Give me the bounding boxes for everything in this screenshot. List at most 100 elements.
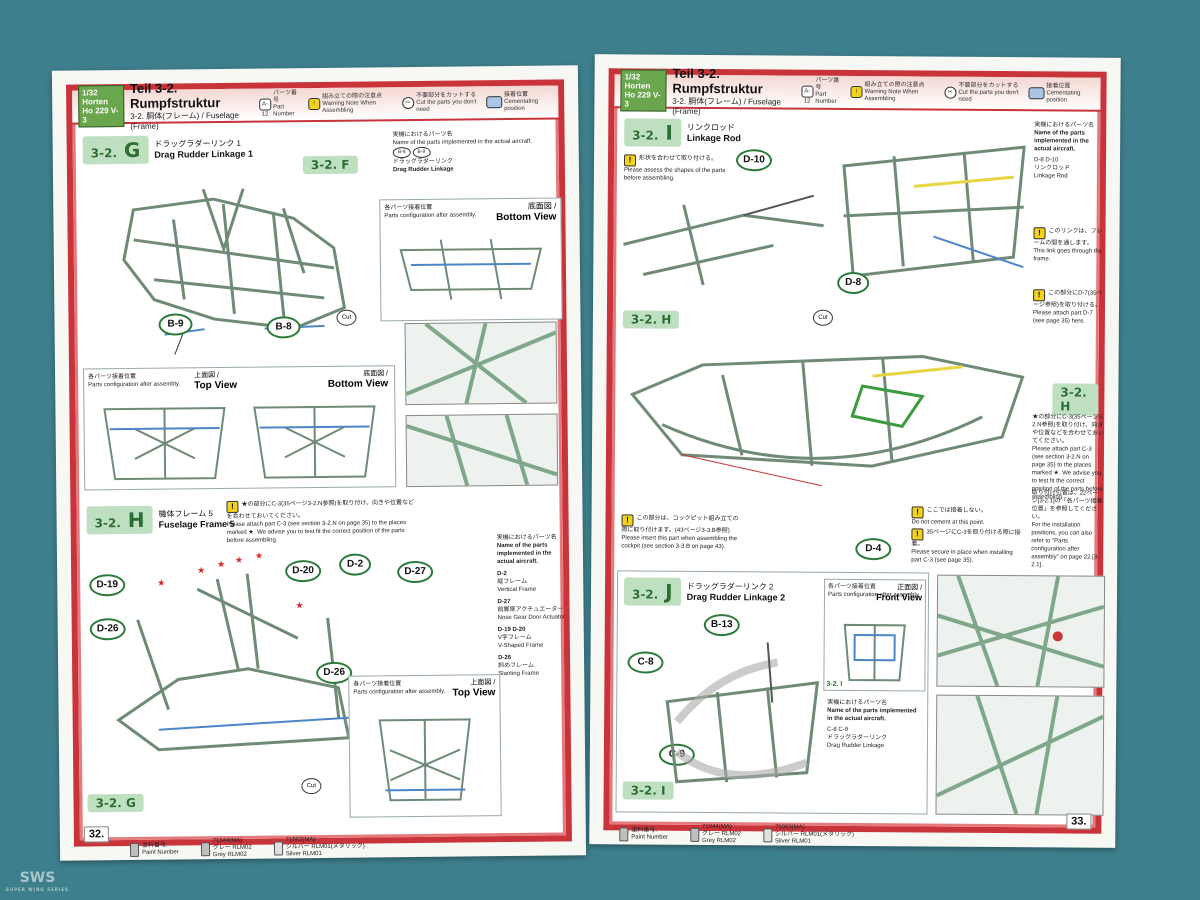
config2-en: Parts configuration after assembly. <box>88 381 181 389</box>
step-g-assembly-drawing <box>122 188 347 355</box>
step-i-ref-h: 3-2. H <box>622 310 680 329</box>
step-i-install-note: 取り付け位置は、22ページ[3-2.1]の「各パーツ接着位置」を参照してください… <box>1031 490 1103 569</box>
star-mark: ★ <box>234 554 244 565</box>
header-subtitle: 3-2. 胴体(フレーム) / Fuselage (Frame) <box>130 110 239 131</box>
photo-inset-1 <box>404 321 558 406</box>
callout-d4: D-4 <box>855 538 892 561</box>
i-real-note-en: Name of the parts implemented in the act… <box>1034 130 1089 153</box>
photo-3-frame-drawing <box>937 575 1105 687</box>
h-config-en: Parts configuration after assembly. <box>353 688 446 696</box>
legend-part-jp: パーツ番号 <box>815 77 840 91</box>
photo-inset-3 <box>936 574 1106 688</box>
part-number-icon: A-12 <box>801 85 814 105</box>
step-h-warning: !★の部分にC-3(35ページ3-2.N参照)を取り付け、向きや位置などを合わせ… <box>226 500 415 544</box>
step-i-upper-drawing <box>623 194 824 286</box>
star-mark: ★ <box>254 550 264 561</box>
warning-icon: ! <box>623 154 637 167</box>
callout-d27: D-27 <box>397 560 434 584</box>
scale-badge: 1/32 Horten Ho 229 V-3 <box>620 69 667 112</box>
page-frame: 1/32 Horten Ho 229 V-3 Teil 3-2. Rumpfst… <box>603 66 1107 845</box>
h-top-view-drawing <box>378 718 471 802</box>
warning-icon: ! <box>850 85 863 99</box>
header-title-block: Teil 3-2. Rumpfstruktur 3-2. 胴体(フレーム) / … <box>672 66 795 117</box>
badge-line-1: 1/32 Horten <box>82 88 109 107</box>
step-i-through-note: !このリンクは、フレームの間を通します。 This link goes thro… <box>1033 227 1103 263</box>
callout-d8: D-8 <box>837 271 870 295</box>
step-j-number: 3-2. J <box>623 577 681 606</box>
step-i-number: 3-2. I <box>624 118 681 147</box>
step-i-cockpit-note: !この部分は、コックピット組み立ての際に取り付けます。(43ページ3-3.B参照… <box>621 514 739 551</box>
header-title-block: Teil 3-2. Rumpfstruktur 3-2. 胴体(フレーム) / … <box>130 80 253 131</box>
cement-icon <box>1028 87 1045 100</box>
bottom-view-label: 底面図 /Bottom View <box>495 201 557 224</box>
j-real-note-en: Name of the parts implemented in the act… <box>827 707 917 723</box>
cut-icon: Cut <box>336 309 357 326</box>
watermark-logo: SWS SUPER WING SERIES <box>6 870 69 892</box>
i-real-part-en: Linkage Rod <box>1033 173 1068 180</box>
paint-silver: 71063(MA)シルバー RLM01(メタリック)Silver RLM01 <box>273 837 365 859</box>
legend-part-en: Part Number <box>273 104 295 118</box>
legend-part-jp: パーツ番号 <box>272 90 297 104</box>
warning-icon: ! <box>911 528 924 541</box>
legend-cut-en: Cut the parts you don't need <box>416 98 477 113</box>
page-number-left: 32. <box>83 826 110 843</box>
page-header: 1/32 Horten Ho 229 V-3 Teil 3-2. Rumpfst… <box>614 66 1101 116</box>
badge-line-2: Ho 229 V-3 <box>82 106 119 125</box>
j-real-part-en: Drag Rudder Linkage <box>826 742 885 750</box>
top-view-drawing <box>103 405 376 481</box>
bottom-view-drawing <box>399 239 543 300</box>
step-j-name-jp: ドラッグラダーリンク 2 <box>686 581 774 592</box>
legend-warn-en: Warning Note When Assembling <box>322 99 377 114</box>
callout-d10: D-10 <box>735 149 773 172</box>
step-j-drawing <box>665 642 820 784</box>
photo-1-frame-drawing <box>405 322 557 405</box>
part-b8-badge: B-8 <box>392 147 411 159</box>
step-i-secure-note: !35ページにC-3を取り付ける際に接着。 Please secure in p… <box>911 528 1021 564</box>
star-mark: ★ <box>217 558 226 570</box>
step-g-number: 3-2. G <box>82 135 149 165</box>
step-h-name-en: Fuselage Frame 5 <box>158 518 235 530</box>
star-mark: ★ <box>157 577 166 588</box>
cut-icon: ✂ <box>401 96 415 110</box>
bottle-icon <box>689 827 700 842</box>
page-frame: 1/32 Horten Ho 229 V-3 Teil 3-2. Rumpfst… <box>66 79 572 858</box>
warning-icon: ! <box>911 506 924 519</box>
page-header: 1/32 Horten Ho 229 V-3 Teil 3-2. Rumpfst… <box>72 80 559 131</box>
step-j-ref-i: 3-2. I <box>622 781 674 800</box>
photo-inset-4 <box>935 694 1105 816</box>
page-left: 1/32 Horten Ho 229 V-3 Teil 3-2. Rumpfst… <box>51 65 587 861</box>
cut-icon: ✂ <box>944 86 957 99</box>
step-i-name-jp: リンクロッド <box>686 122 735 133</box>
part-number-icon: A-12 <box>258 98 272 118</box>
legend-part-en: Part Number <box>815 91 837 105</box>
step-g-name-en: Drag Rudder Linkage 1 <box>154 148 253 160</box>
page-number-right: 33. <box>1066 813 1092 830</box>
cut-icon: Cut <box>812 309 833 326</box>
paint-label: 塗料番号:Paint Number <box>129 842 179 857</box>
instruction-booklet: 1/32 Horten Ho 229 V-3 Teil 3-2. Rumpfst… <box>51 48 1152 868</box>
part-b9-badge: B-9 <box>412 146 431 159</box>
front-view-drawing <box>843 623 906 682</box>
step-i-no-cement-note: !ここでは接着しない。 Do not cement at this point. <box>911 506 987 526</box>
photo-inset-2 <box>405 413 559 488</box>
step-i-warning-shape: !形状を合わせて取り付ける。 Please assess the shapes … <box>623 154 726 182</box>
warning-icon: ! <box>307 97 321 111</box>
h-real-note-en: Name of the parts implemented in the act… <box>496 542 552 566</box>
